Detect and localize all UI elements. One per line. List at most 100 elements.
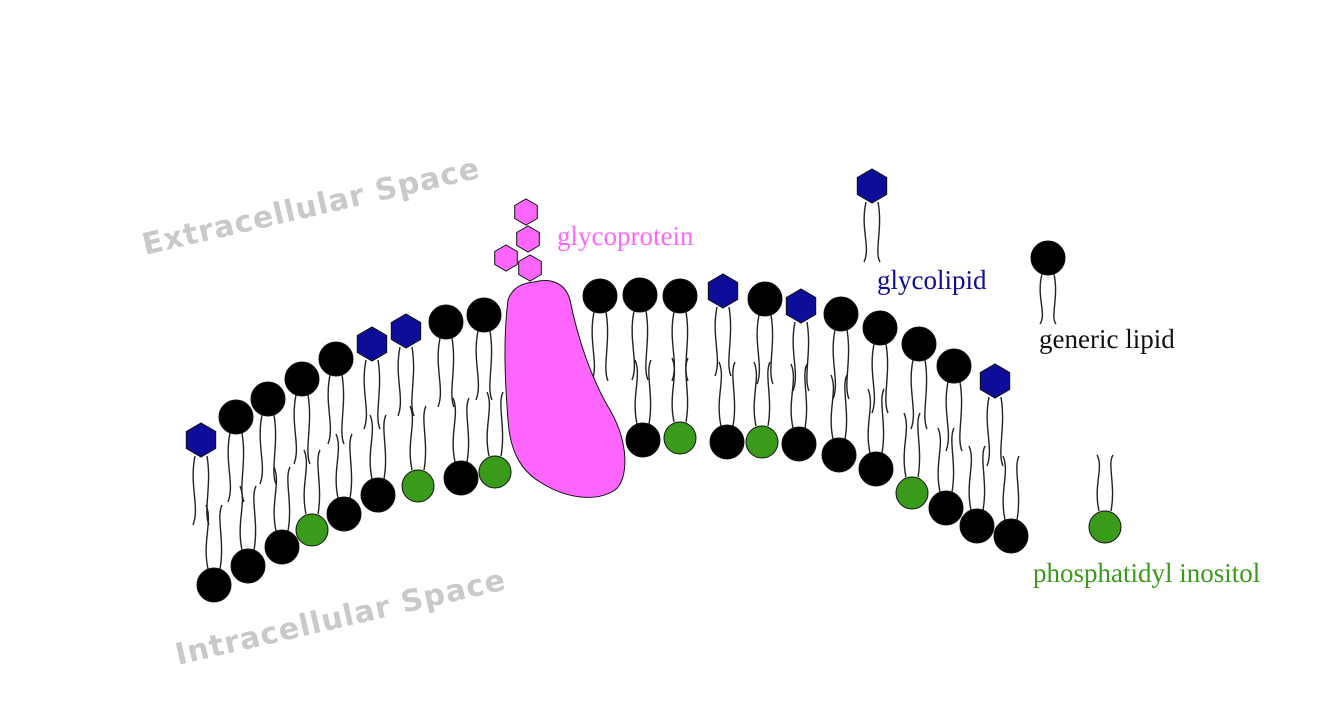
lipid-tail	[227, 432, 232, 503]
inner-lipid	[295, 449, 329, 547]
inner-lipid	[264, 466, 300, 565]
lipid-tail	[634, 359, 639, 425]
outer-lipid	[622, 277, 658, 381]
lipid-tail	[910, 359, 915, 430]
lipid-tail	[259, 414, 264, 485]
generic-lipid-label: generic lipid	[1039, 324, 1175, 354]
lipid-tail	[867, 388, 872, 454]
lipid-tail	[645, 310, 649, 381]
outer-lipid	[466, 297, 502, 401]
lipid-tail	[671, 357, 676, 423]
extracellular-space-label: Extracellular Space	[139, 151, 484, 263]
outer-lipid	[707, 273, 739, 377]
lipid-tail	[685, 357, 689, 423]
lipid-tail	[327, 374, 332, 445]
inner-lipid	[663, 357, 697, 455]
lipid-tail	[369, 414, 374, 480]
lipid-tail	[241, 432, 245, 503]
generic-lipid-head	[959, 508, 995, 544]
outer-lipid	[747, 281, 783, 385]
lipid-tail	[206, 455, 210, 526]
outer-lipid	[218, 399, 254, 503]
sugar-hexagon-icon	[494, 244, 518, 272]
lipid-tail	[452, 397, 457, 463]
glycolipid-head	[856, 168, 888, 204]
inner-lipid	[745, 361, 779, 459]
lipid-tail	[718, 361, 723, 427]
inner-lipid	[401, 405, 435, 503]
lipid-tail	[1039, 273, 1044, 325]
generic-lipid-head	[264, 529, 300, 565]
inner-lipid	[709, 361, 745, 460]
legend-samples	[856, 168, 1122, 544]
outer-lipid	[284, 361, 320, 465]
lipid-tail	[877, 201, 881, 263]
generic-lipid-head	[781, 426, 817, 462]
outer-lipid	[979, 363, 1011, 467]
lipid-tail	[871, 343, 876, 414]
phosphatidyl-inositol-label: phosphatidyl inositol	[1033, 558, 1260, 588]
lipid-tail	[383, 414, 387, 480]
inner-lipid	[196, 504, 232, 603]
lipid-tail	[1000, 396, 1004, 467]
inner-lipid	[360, 414, 396, 513]
phosphatidyl-inositol-legend-sample	[1088, 454, 1122, 544]
lipid-tail	[753, 361, 758, 427]
lipid-tail	[937, 427, 942, 493]
generic-lipid-head	[928, 490, 964, 526]
inner-lipid	[230, 485, 266, 584]
lipid-tail	[409, 405, 414, 471]
inner-lipid	[959, 445, 995, 544]
lipid-tail	[982, 445, 986, 511]
generic-lipid-head	[318, 341, 354, 377]
lipid-tail	[881, 388, 885, 454]
outer-lipid	[356, 326, 388, 430]
glycolipid-legend-sample	[856, 168, 888, 263]
lipid-tail	[732, 361, 736, 427]
generic-lipid-head	[862, 310, 898, 346]
lipid-tail	[830, 374, 835, 440]
lipid-tail	[486, 391, 491, 457]
lipid-tail	[363, 359, 368, 430]
glycolipid-head	[707, 273, 739, 309]
lipid-tail	[728, 306, 732, 377]
outer-lipid	[936, 348, 972, 452]
lipid-tail	[951, 427, 955, 493]
outer-lipid	[185, 422, 217, 526]
sugar-hexagon-icon	[518, 254, 542, 282]
generic-lipid-head	[326, 496, 362, 532]
lipid-tail	[1096, 454, 1101, 512]
lipid-tail	[631, 310, 636, 381]
lipid-tail	[1053, 273, 1057, 325]
lipid-tail	[466, 397, 470, 463]
phosphatidyl-inositol-head	[663, 421, 697, 455]
lipid-tail	[293, 394, 298, 465]
glycolipid-head	[356, 326, 388, 362]
outer-lipid	[662, 278, 698, 382]
lipid-tail	[335, 433, 340, 499]
lipid-tail	[437, 337, 442, 408]
lipid-tail	[917, 412, 921, 478]
generic-lipid-head	[622, 277, 658, 313]
lipid-tail	[986, 396, 991, 467]
lipid-tail	[317, 449, 321, 515]
inner-lipid	[993, 455, 1029, 554]
generic-lipid-head	[582, 278, 618, 314]
lipid-tail	[804, 363, 808, 429]
phosphatidyl-inositol-head	[1088, 510, 1122, 544]
lipid-tail	[714, 306, 719, 377]
lipid-tail	[307, 394, 311, 465]
inner-lipid	[781, 363, 817, 462]
glycoprotein-sugar-chain	[494, 198, 542, 282]
lipid-tail	[790, 363, 795, 429]
generic-lipid-head	[901, 326, 937, 362]
lipid-tail	[273, 466, 278, 532]
inner-lipid	[821, 374, 857, 473]
outer-lipid	[390, 313, 422, 417]
phosphatidyl-inositol-head	[478, 455, 512, 489]
generic-lipid-head	[230, 548, 266, 584]
phosphatidyl-inositol-head	[401, 469, 435, 503]
glycolipid-head	[785, 288, 817, 324]
lipid-tail	[959, 381, 963, 452]
